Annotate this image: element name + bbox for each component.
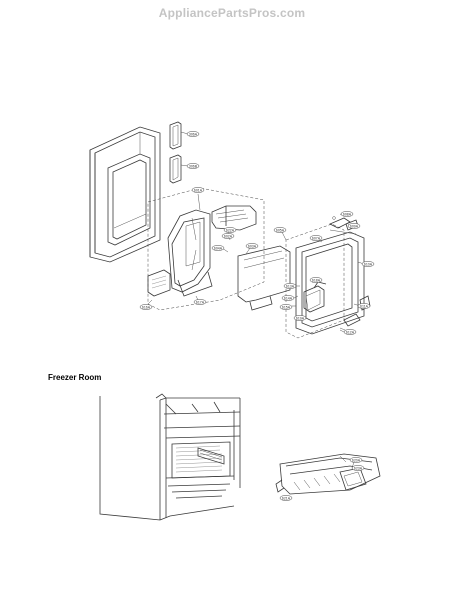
callout-label: 621A [279, 495, 293, 501]
callout-label: 601A [191, 187, 205, 193]
svg-text:612A: 612A [346, 330, 355, 334]
callout-label: 605A [273, 227, 287, 233]
icemaker-lower [275, 453, 381, 495]
svg-text:602A: 602A [224, 234, 233, 238]
svg-text:610A: 610A [364, 262, 373, 266]
door-panel-right [295, 231, 365, 335]
hinge-cap-lower [169, 154, 182, 184]
svg-text:620A: 620A [352, 458, 361, 462]
callout-label: 622A [223, 227, 237, 233]
svg-text:601A: 601A [194, 188, 203, 192]
svg-text:608A: 608A [343, 212, 352, 216]
svg-text:603A: 603A [248, 244, 257, 248]
ice-bucket-housing [167, 209, 213, 297]
callout-label: 604A [211, 245, 225, 251]
callout-label: 306A [186, 131, 200, 137]
callout-label: 607A [309, 235, 323, 241]
callout-label: 306B [186, 163, 200, 169]
svg-text:609A: 609A [350, 224, 359, 228]
svg-text:604A: 604A [214, 246, 223, 250]
callout-label: 623A [351, 465, 365, 471]
callout-label: 617A [193, 299, 207, 305]
svg-text:607A: 607A [312, 236, 321, 240]
callout-label: 612A [343, 329, 357, 335]
svg-text:605A: 605A [276, 228, 285, 232]
svg-text:622A: 622A [226, 228, 235, 232]
callout-label: 610A [361, 261, 375, 267]
callout-label: 620A [349, 457, 363, 463]
callout-label: 618A [309, 277, 323, 283]
svg-text:614A: 614A [284, 296, 293, 300]
callout-label: 613A [283, 283, 297, 289]
callout-label: 602A [221, 233, 235, 239]
svg-text:623A: 623A [354, 466, 363, 470]
svg-text:613A: 613A [286, 284, 295, 288]
callout-label: 608A [340, 211, 354, 217]
callout-label: 619A [293, 315, 307, 321]
freezer-cabinet [99, 393, 241, 521]
svg-text:619A: 619A [296, 316, 305, 320]
section-title-freezer-room: Freezer Room [48, 373, 102, 382]
callout-label: 615A [279, 304, 293, 310]
svg-text:306A: 306A [189, 132, 198, 136]
callout-leaders [147, 131, 365, 333]
watermark: AppliancePartsPros.com [158, 6, 306, 20]
callout-label: 616A [139, 304, 153, 310]
dispenser-cover [237, 245, 291, 311]
dispenser-actuator [303, 281, 327, 313]
svg-text:615A: 615A [282, 305, 291, 309]
svg-text:618A: 618A [312, 278, 321, 282]
svg-text:616A: 616A [142, 305, 151, 309]
tray-small [147, 269, 171, 297]
svg-text:617A: 617A [196, 300, 205, 304]
svg-text:621A: 621A [282, 496, 291, 500]
bracket-right [339, 295, 371, 333]
callout-label: 611A [357, 303, 371, 309]
hinge-cap-upper [169, 121, 182, 150]
svg-text:306B: 306B [189, 164, 198, 168]
callout-label: 603A [245, 243, 259, 249]
door-liner [89, 126, 161, 263]
callout-label: 609A [347, 223, 361, 229]
callout-label: 614A [281, 295, 295, 301]
ice-maker [211, 205, 257, 231]
svg-text:611A: 611A [360, 304, 369, 308]
